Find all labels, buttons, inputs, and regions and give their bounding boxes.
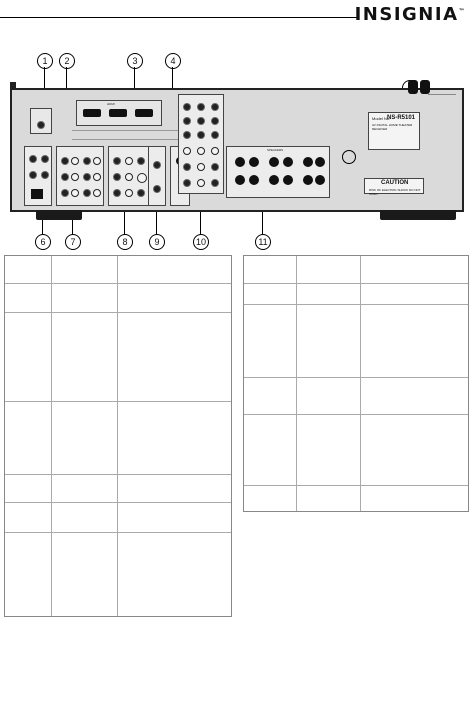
ac-power-label: [428, 94, 456, 109]
model-label: Model No. NS-R5101 AV DIGITAL HOME THEAT…: [368, 112, 420, 150]
notice-text-block: [72, 130, 182, 140]
model-number-label: Model No.: [372, 116, 391, 121]
callout-7: 7: [65, 234, 81, 250]
callout-leader-9: [156, 204, 157, 234]
speakers-label: SPEAKERS: [267, 148, 284, 152]
caution-subtext: RISK OF ELECTRIC SHOCK DO NOT OPEN: [369, 188, 421, 196]
speaker-terminals: SPEAKERS: [226, 146, 330, 198]
callout-2: 2: [59, 53, 75, 69]
component-video-group: [178, 94, 224, 194]
header-rule: [0, 17, 358, 18]
callout-leader-8: [124, 204, 125, 234]
right-table: [243, 255, 469, 512]
callout-leader-3: [134, 67, 135, 97]
hdmi-label: HDMI: [107, 102, 115, 106]
brand-logo: INSIGNIA™: [354, 4, 466, 25]
audio-input-group: [56, 146, 104, 206]
callout-4: 4: [165, 53, 181, 69]
callout-8: 8: [117, 234, 133, 250]
digital-input-group: [24, 146, 52, 206]
caution-text: CAUTION: [381, 180, 409, 186]
receiver-back-panel: HDMI SPEAKERS: [10, 80, 464, 212]
callout-leader-11: [262, 204, 263, 234]
antenna-terminal: [30, 108, 52, 134]
callout-1: 1: [37, 53, 53, 69]
hdmi-block: HDMI: [76, 100, 162, 126]
callout-6: 6: [35, 234, 51, 250]
callout-11: 11: [255, 234, 271, 250]
callout-9: 9: [149, 234, 165, 250]
ul-listed-mark: [342, 150, 356, 164]
model-number: NS-R5101: [387, 115, 416, 121]
callout-leader-4: [172, 67, 173, 97]
right-foot: [380, 210, 456, 220]
callout-3: 3: [127, 53, 143, 69]
pre-out-group: [148, 146, 166, 206]
callout-10: 10: [193, 234, 209, 250]
model-description: AV DIGITAL HOME THEATER RECEIVER: [372, 123, 413, 131]
left-table: [4, 255, 232, 617]
callout-leader-10: [200, 204, 201, 234]
callout-leader-2: [66, 67, 67, 97]
callout-leader-1: [44, 67, 45, 97]
caution-label: CAUTION RISK OF ELECTRIC SHOCK DO NOT OP…: [364, 178, 424, 196]
left-foot: [36, 210, 82, 220]
